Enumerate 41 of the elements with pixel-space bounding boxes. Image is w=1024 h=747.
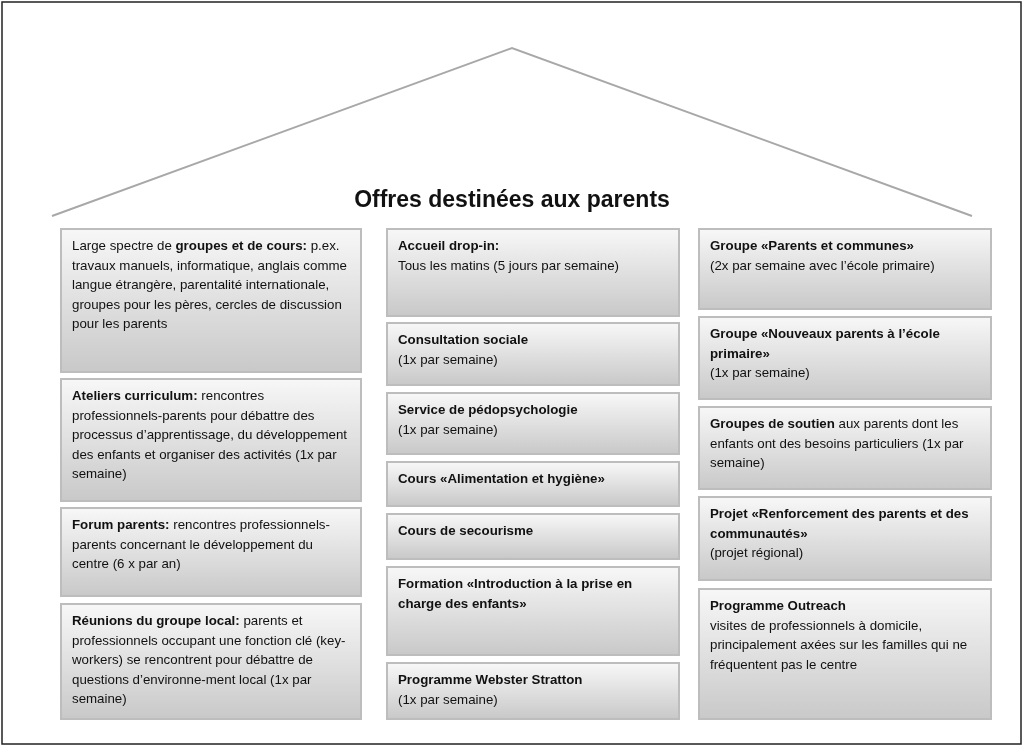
diagram-title: Offres destinées aux parents — [354, 186, 670, 213]
offer-text: (projet régional) — [710, 544, 805, 562]
offer-box — [60, 228, 362, 373]
offer-box — [698, 406, 992, 490]
offer-box — [698, 588, 992, 720]
offer-text: Forum parents: rencontres professionnels-parents concernant le développement du centre (6 x par an) — [72, 516, 331, 573]
offer-heading: Service de pédopsychologie — [398, 401, 579, 419]
offer-text: (2x par semaine avec l’école primaire) — [710, 256, 936, 275]
offer-box — [698, 496, 992, 581]
offer-box — [386, 461, 680, 507]
offer-text: Formation «Introduction à la prise en charge des enfants» — [398, 575, 634, 613]
offer-text: Cours de secourisme — [398, 522, 535, 540]
offer-text: (1x par semaine) — [398, 420, 499, 439]
offer-box — [386, 392, 680, 455]
offer-text: (1x par semaine) — [398, 690, 499, 709]
offer-box — [60, 378, 362, 502]
offer-box — [386, 662, 680, 720]
offer-text: (1x par semaine) — [398, 350, 499, 369]
offer-heading: Groupe «Nouveaux parents à l’école primaire» — [710, 325, 941, 363]
offer-box — [698, 228, 992, 310]
offer-text: visites de professionnels à domicile, principalement axées sur les familles qui ne fréquentent pas le centre — [710, 616, 969, 674]
offer-heading: Programme Outreach — [710, 597, 847, 615]
offer-box — [386, 513, 680, 560]
offer-heading: Consultation sociale — [398, 331, 530, 349]
offer-box — [60, 603, 362, 720]
offer-heading: Groupe «Parents et communes» — [710, 237, 915, 255]
offer-box — [698, 316, 992, 400]
offer-heading: Programme Webster Stratton — [398, 671, 584, 689]
offer-text: Groupes de soutien aux parents dont les enfants ont des besoins particuliers (1x par semaine) — [710, 415, 965, 472]
offer-box — [60, 507, 362, 597]
offer-text: Cours «Alimentation et hygiène» — [398, 470, 606, 488]
offer-heading: Projet «Renforcement des parents et des communautés» — [710, 505, 970, 543]
offer-text: Ateliers curriculum: rencontres professionnels-parents pour débattre des processus d’apprentissage, du développement des enfants et organiser des activités (1x par semaine) — [72, 387, 348, 483]
offer-box — [386, 566, 680, 656]
offer-heading: Accueil drop-in: — [398, 237, 501, 255]
offer-text: Tous les matins (5 jours par semaine) — [398, 256, 620, 275]
offer-text: Réunions du groupe local: parents et professionnels occupant une fonction clé (key-workers) se rencontrent pour débattre de questions d’environne-ment local (1x par semaine) — [72, 612, 347, 708]
offer-box — [386, 228, 680, 317]
offer-text: (1x par semaine) — [710, 364, 811, 382]
offer-text: Large spectre de groupes et de cours: p.ex. travaux manuels, informatique, anglais comme langue étrangère, parentalité internationale, groupes pour les pères, cercles de discussion pour les parents — [72, 237, 348, 333]
offer-box — [386, 322, 680, 386]
